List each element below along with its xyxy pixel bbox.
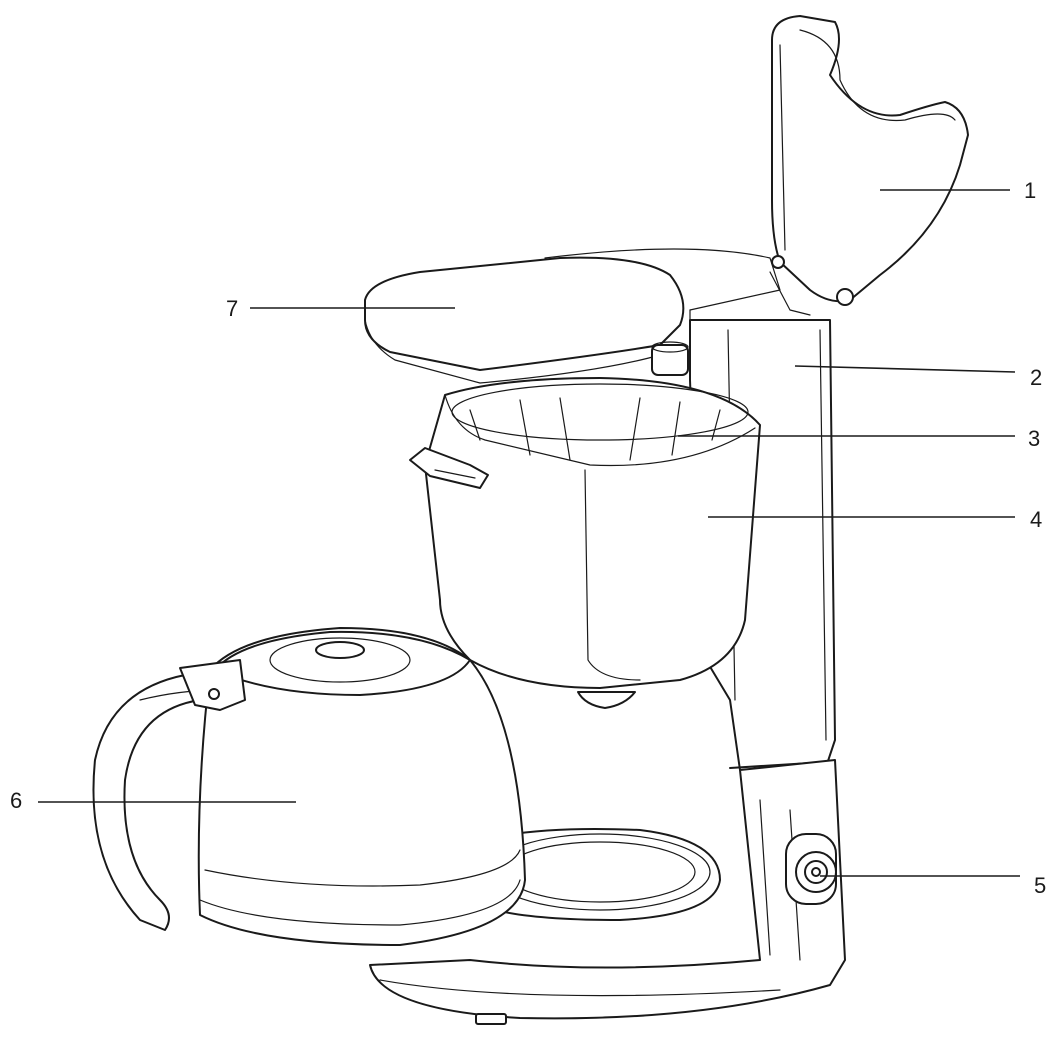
power-switch	[785, 833, 837, 905]
label-6: 6	[10, 788, 22, 813]
label-2: 2	[1030, 365, 1042, 390]
glass-carafe	[92, 627, 526, 946]
label-5: 5	[1034, 873, 1046, 898]
label-4: 4	[1030, 507, 1042, 532]
lid-reservoir	[769, 15, 969, 316]
leader-lines	[38, 189, 1020, 877]
filter-insert	[451, 341, 749, 461]
part-labels: 1 2 3 4 5 6 7	[10, 178, 1046, 898]
top-cover	[364, 248, 781, 384]
label-1: 1	[1024, 178, 1036, 203]
label-7: 7	[226, 296, 238, 321]
label-3: 3	[1028, 426, 1040, 451]
